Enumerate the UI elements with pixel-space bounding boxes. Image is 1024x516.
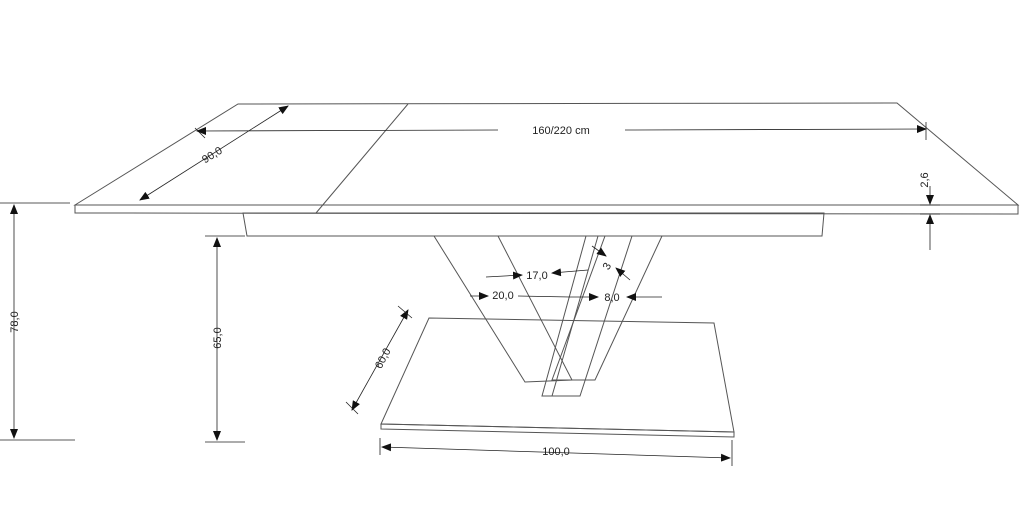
dim-line-length-left xyxy=(196,126,499,135)
label-width: 90,0 xyxy=(200,145,225,167)
dim-line-base-width xyxy=(381,443,731,462)
apron xyxy=(242,212,825,237)
dim-line-leg-span-small xyxy=(485,271,523,280)
label-length: 160/220 cm xyxy=(532,125,589,137)
leg-cross xyxy=(541,235,633,397)
base-plate-top xyxy=(380,317,735,433)
dim-line-length-right xyxy=(624,125,927,134)
label-leg-span-large: 20,0 xyxy=(492,290,513,302)
label-leg-span-small: 17,0 xyxy=(526,270,547,282)
label-total-height: 78,0 xyxy=(9,311,21,332)
tabletop-front-edge xyxy=(74,204,1019,215)
label-base-depth: 60,0 xyxy=(373,346,394,371)
dim-line-leg-span-large xyxy=(517,295,571,298)
dimension-labels: 160/220 cm 90,0 2,6 78,0 65,0 60,0 100,0… xyxy=(9,125,931,458)
leg-right xyxy=(551,235,663,381)
tabletop-extension-seam xyxy=(315,103,409,214)
leg-left xyxy=(433,235,573,383)
dim-line-width xyxy=(139,105,289,201)
dimension-lines xyxy=(0,105,940,466)
dim-line-leg-gap xyxy=(591,245,607,257)
label-top-thickness: 2,6 xyxy=(919,172,931,187)
label-leg-width: 8,0 xyxy=(604,292,619,304)
leg-cross-inner xyxy=(551,235,599,397)
dim-line-base-depth xyxy=(351,309,409,411)
label-apron-height: 65,0 xyxy=(212,327,224,348)
label-base-width: 100,0 xyxy=(542,446,570,458)
base-plate-edge xyxy=(380,423,735,438)
table-outline xyxy=(73,102,1020,438)
label-leg-gap: 3 xyxy=(601,261,614,272)
